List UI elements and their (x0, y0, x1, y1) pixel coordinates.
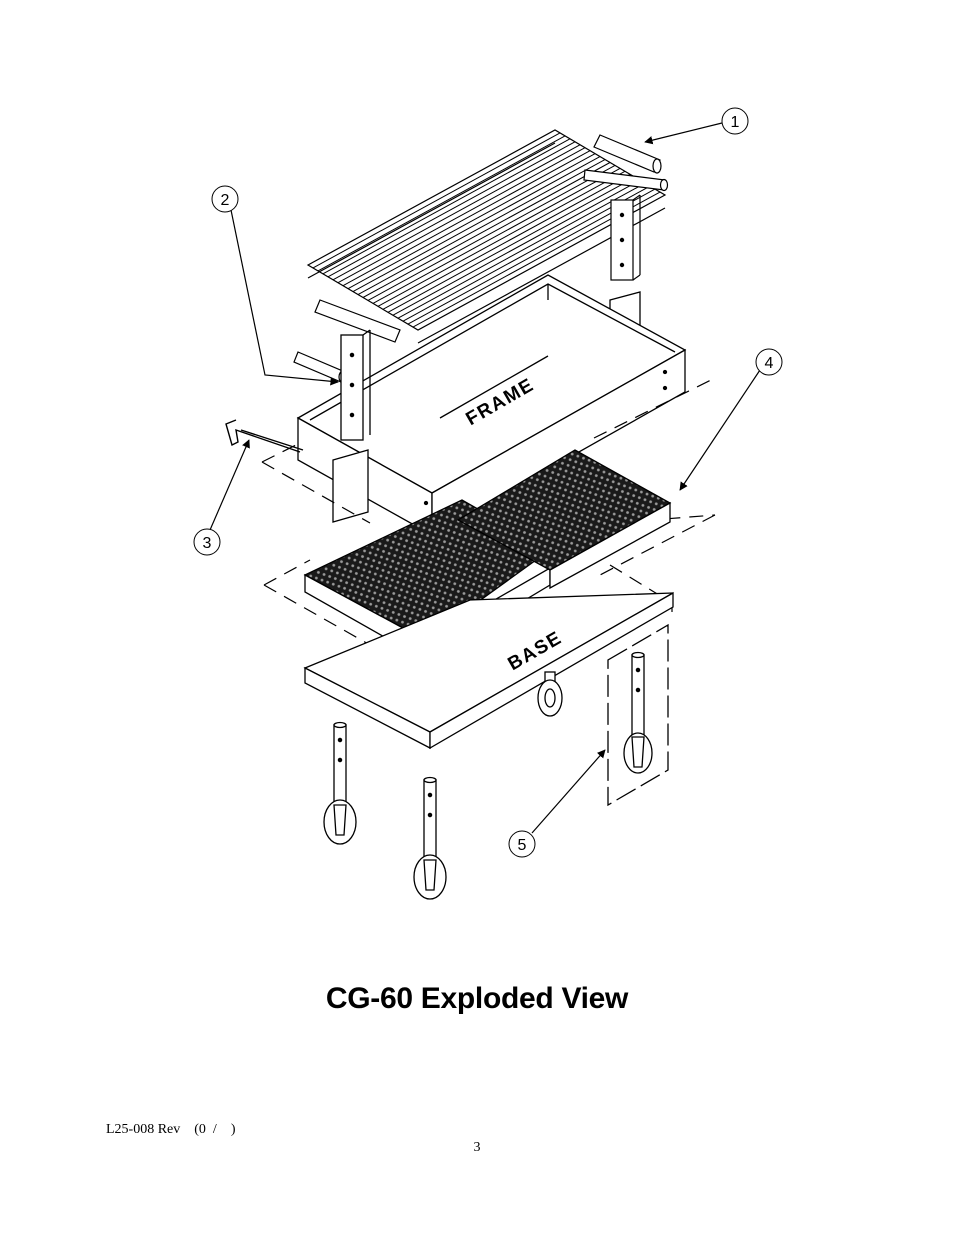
svg-text:5: 5 (518, 837, 527, 854)
grate-bar (377, 170, 626, 307)
grate-bar (367, 165, 616, 301)
leader-lines (209, 122, 761, 834)
grate-bar (357, 159, 606, 295)
grate-bar (317, 135, 566, 272)
callout-1: 1 (721, 107, 749, 135)
document-revision-code: L25-008 Rev (0 / ) (106, 1122, 236, 1137)
grate-bar (347, 153, 596, 290)
callout-5: 5 (508, 830, 536, 858)
grate-bar (337, 147, 586, 284)
rear-caster (537, 671, 563, 717)
frame-box (296, 274, 687, 537)
page-number: 3 (473, 1140, 481, 1155)
svg-text:4: 4 (765, 355, 774, 372)
grate-bar (342, 150, 591, 287)
grate-bar (312, 132, 561, 269)
grate-bar (327, 141, 576, 278)
grate-bar (387, 176, 636, 313)
base-shelf (303, 591, 674, 750)
caster-detail (607, 623, 669, 807)
grate-support-rods (293, 134, 669, 384)
svg-text:1: 1 (731, 114, 740, 131)
page-title: CG-60 Exploded View (325, 982, 629, 1015)
callout-3: 3 (193, 528, 221, 556)
callout-4: 4 (755, 348, 783, 376)
grate-bar (402, 185, 651, 322)
callout-2: 2 (211, 185, 239, 213)
grate-bar (332, 144, 581, 281)
caster-left (323, 721, 357, 845)
grate-bar (382, 173, 631, 310)
exploded-view-diagram: FRAME (193, 107, 783, 900)
grate-bar (397, 182, 646, 319)
grate-bar (322, 138, 571, 275)
rear-post (610, 194, 641, 281)
caster-middle (413, 776, 447, 900)
grate-bar (362, 162, 611, 298)
grate-bar (352, 156, 601, 293)
grate-bar (372, 167, 621, 304)
svg-text:3: 3 (203, 535, 212, 552)
grate-bar (392, 179, 641, 316)
svg-text:2: 2 (221, 192, 230, 209)
